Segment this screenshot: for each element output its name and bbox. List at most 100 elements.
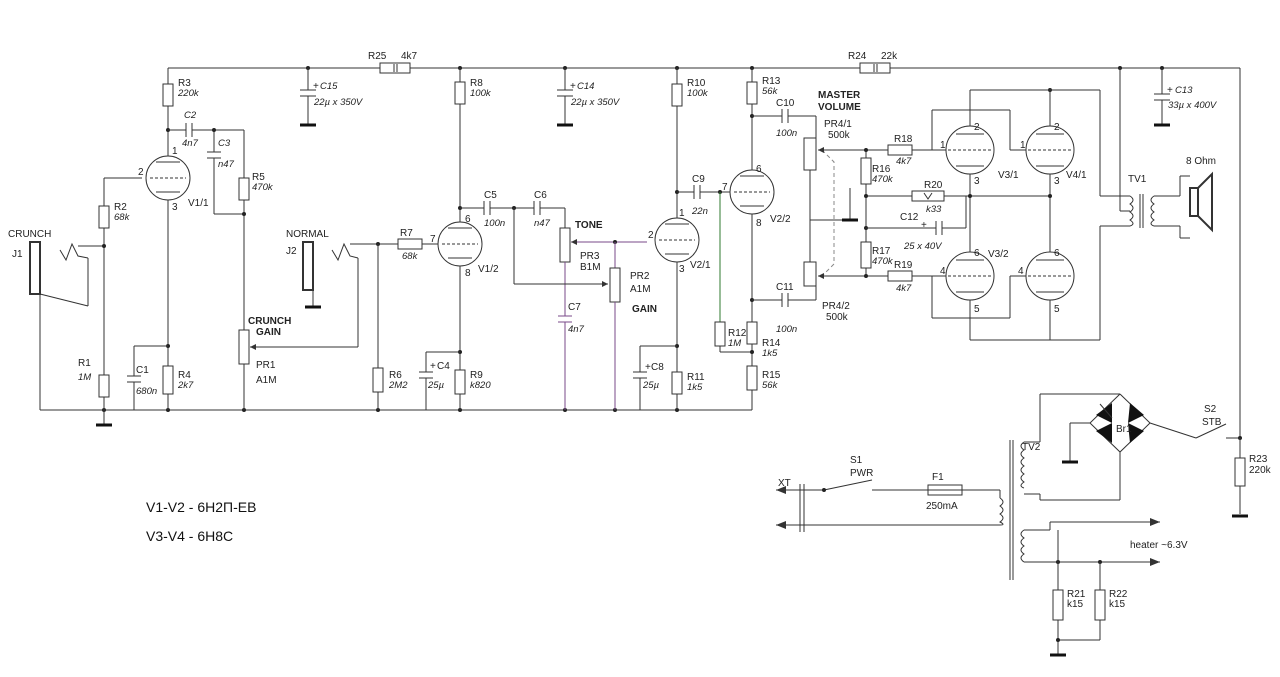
r5-value: 470k <box>252 182 274 193</box>
c9-ref: C9 <box>692 174 705 185</box>
capacitor-c2: C2 4n7 <box>168 110 244 149</box>
resistor-r20: R20 k33 <box>911 180 1050 215</box>
r1-value: 1M <box>78 372 91 383</box>
v1-2-pin6: 6 <box>465 214 471 225</box>
capacitor-c10: C10 100n <box>752 98 817 139</box>
pr2-value: A1M <box>630 284 651 295</box>
j1-ref: J1 <box>12 249 23 260</box>
pr4-2-value: 500k <box>826 312 849 323</box>
capacitor-c15: + C15 22µ x 350V <box>300 68 364 127</box>
r23-value: 220k <box>1249 465 1272 476</box>
v3-1-pin1: 1 <box>940 140 946 151</box>
r3-value: 220k <box>177 88 200 99</box>
c2-value: 4n7 <box>182 138 199 149</box>
c12-ref: C12 <box>900 212 919 223</box>
r9-ref: R9 <box>470 370 483 381</box>
resistor-r17: R17 470k <box>860 228 894 278</box>
c15-value: 22µ x 350V <box>313 97 364 108</box>
r24-value: 22k <box>881 51 898 62</box>
tube-note-v3-v4: V3-V4 - 6Н8С <box>146 528 233 544</box>
v4-1-pin3: 3 <box>1054 176 1060 187</box>
r15-ref: R15 <box>762 370 781 381</box>
capacitor-c4: + C4 25µ <box>419 351 460 410</box>
heater-winding: heater ~6.3V <box>1024 518 1188 566</box>
r20-ref: R20 <box>924 180 943 191</box>
c9-value: 22n <box>691 206 708 217</box>
r13-value: 56k <box>762 86 779 97</box>
resistor-r2: R2 68k <box>98 177 142 248</box>
resistor-r1: R1 1M <box>78 246 110 410</box>
capacitor-c14: + C14 22µ x 350V <box>557 68 621 127</box>
resistor-r21: R21 k15 <box>1050 530 1086 657</box>
tube-note-v1-v2: V1-V2 - 6Н2П-ЕВ <box>146 499 256 515</box>
r13-ref: R13 <box>762 76 781 87</box>
r8-value: 100k <box>470 88 492 99</box>
c13-plus: + <box>1167 85 1173 96</box>
jack-j1: CRUNCH J1 <box>8 229 104 410</box>
resistor-r19: R19 4k7 <box>887 260 932 294</box>
resistor-r6: R6 2M2 <box>372 244 408 410</box>
v2-1-ref: V2/1 <box>690 260 711 271</box>
c7-ref: C7 <box>568 302 581 313</box>
v1-1-ref: V1/1 <box>188 198 209 209</box>
c4-ref: C4 <box>437 361 450 372</box>
pot-pr3: TONE PR3 B1M <box>559 220 647 316</box>
c4-plus: + <box>430 361 436 372</box>
c10-value: 100n <box>776 128 797 139</box>
pot-pr4: MASTER VOLUME PR4/1 500k PR4/2 500k <box>803 90 888 323</box>
capacitor-c8: + C8 25µ <box>615 345 677 411</box>
pr3-ref: PR3 <box>580 251 600 262</box>
c6-ref: C6 <box>534 190 547 201</box>
r3-ref: R3 <box>178 78 191 89</box>
ground-bus <box>40 408 752 427</box>
r23-ref: R23 <box>1249 454 1268 465</box>
resistor-r12: R12 1M <box>714 192 752 353</box>
tube-v2-2: 6 7 8 V2/2 R13 56k <box>722 68 791 322</box>
r6-ref: R6 <box>389 370 402 381</box>
bridge-rectifier-br1: Br1 <box>1062 393 1151 478</box>
normal-input-label: NORMAL <box>286 229 329 240</box>
r22-value: k15 <box>1109 599 1126 610</box>
r25-ref: R25 <box>368 51 387 62</box>
c12-plus: + <box>921 220 927 231</box>
v2-2-ref: V2/2 <box>770 214 791 225</box>
r18-value: 4k7 <box>896 156 912 167</box>
switch-s2: S2 STB <box>1149 404 1242 440</box>
switch-s1: S1 PWR <box>822 455 928 492</box>
pot-pr1: CRUNCH GAIN PR1 A1M <box>238 316 358 410</box>
s1-ref: S1 <box>850 455 863 466</box>
r12-ref: R12 <box>728 328 747 339</box>
mains-connector-xt: XT <box>776 478 1000 532</box>
v1-2-ref: V1/2 <box>478 264 499 275</box>
v3-2-ref: V3/2 <box>988 249 1009 260</box>
s2-ref: S2 <box>1204 404 1217 415</box>
r10-value: 100k <box>687 88 709 99</box>
v2-2-pin7: 7 <box>722 182 728 193</box>
c2-ref: C2 <box>184 110 197 121</box>
c14-value: 22µ x 350V <box>570 97 621 108</box>
capacitor-c5: C5 100n <box>460 190 534 229</box>
r24-ref: R24 <box>848 51 867 62</box>
power-transformer-tv2: TV2 <box>999 393 1121 580</box>
capacitor-c7: C7 4n7 <box>558 302 585 410</box>
tube-v1-2: 6 7 8 V1/2 R8 100k <box>430 68 499 370</box>
v2-1-pin2: 2 <box>648 230 654 241</box>
r16-value: 470k <box>872 174 894 185</box>
c1-ref: C1 <box>136 365 149 376</box>
capacitor-c6: C6 n47 <box>533 190 566 229</box>
pr4-1-value: 500k <box>828 130 851 141</box>
v4-1-pin1: 1 <box>1020 140 1026 151</box>
tube-notes: V1-V2 - 6Н2П-ЕВ V3-V4 - 6Н8С <box>146 499 256 544</box>
j2-ref: J2 <box>286 246 297 257</box>
v3-2-pin5: 5 <box>974 304 980 315</box>
r11-ref: R11 <box>687 372 705 383</box>
tube-v3-2: 6 4 5 V3/2 <box>931 196 1009 340</box>
v3-1-pin3: 3 <box>974 176 980 187</box>
resistor-r5: R5 470k <box>238 130 274 330</box>
tone-label: TONE <box>575 220 603 231</box>
c10-ref: C10 <box>776 98 795 109</box>
r9-value: k820 <box>470 380 491 391</box>
speaker-icon: 8 Ohm <box>1180 156 1216 239</box>
resistor-r18: R18 4k7 <box>887 134 932 167</box>
c13-ref: C13 <box>1175 85 1193 96</box>
